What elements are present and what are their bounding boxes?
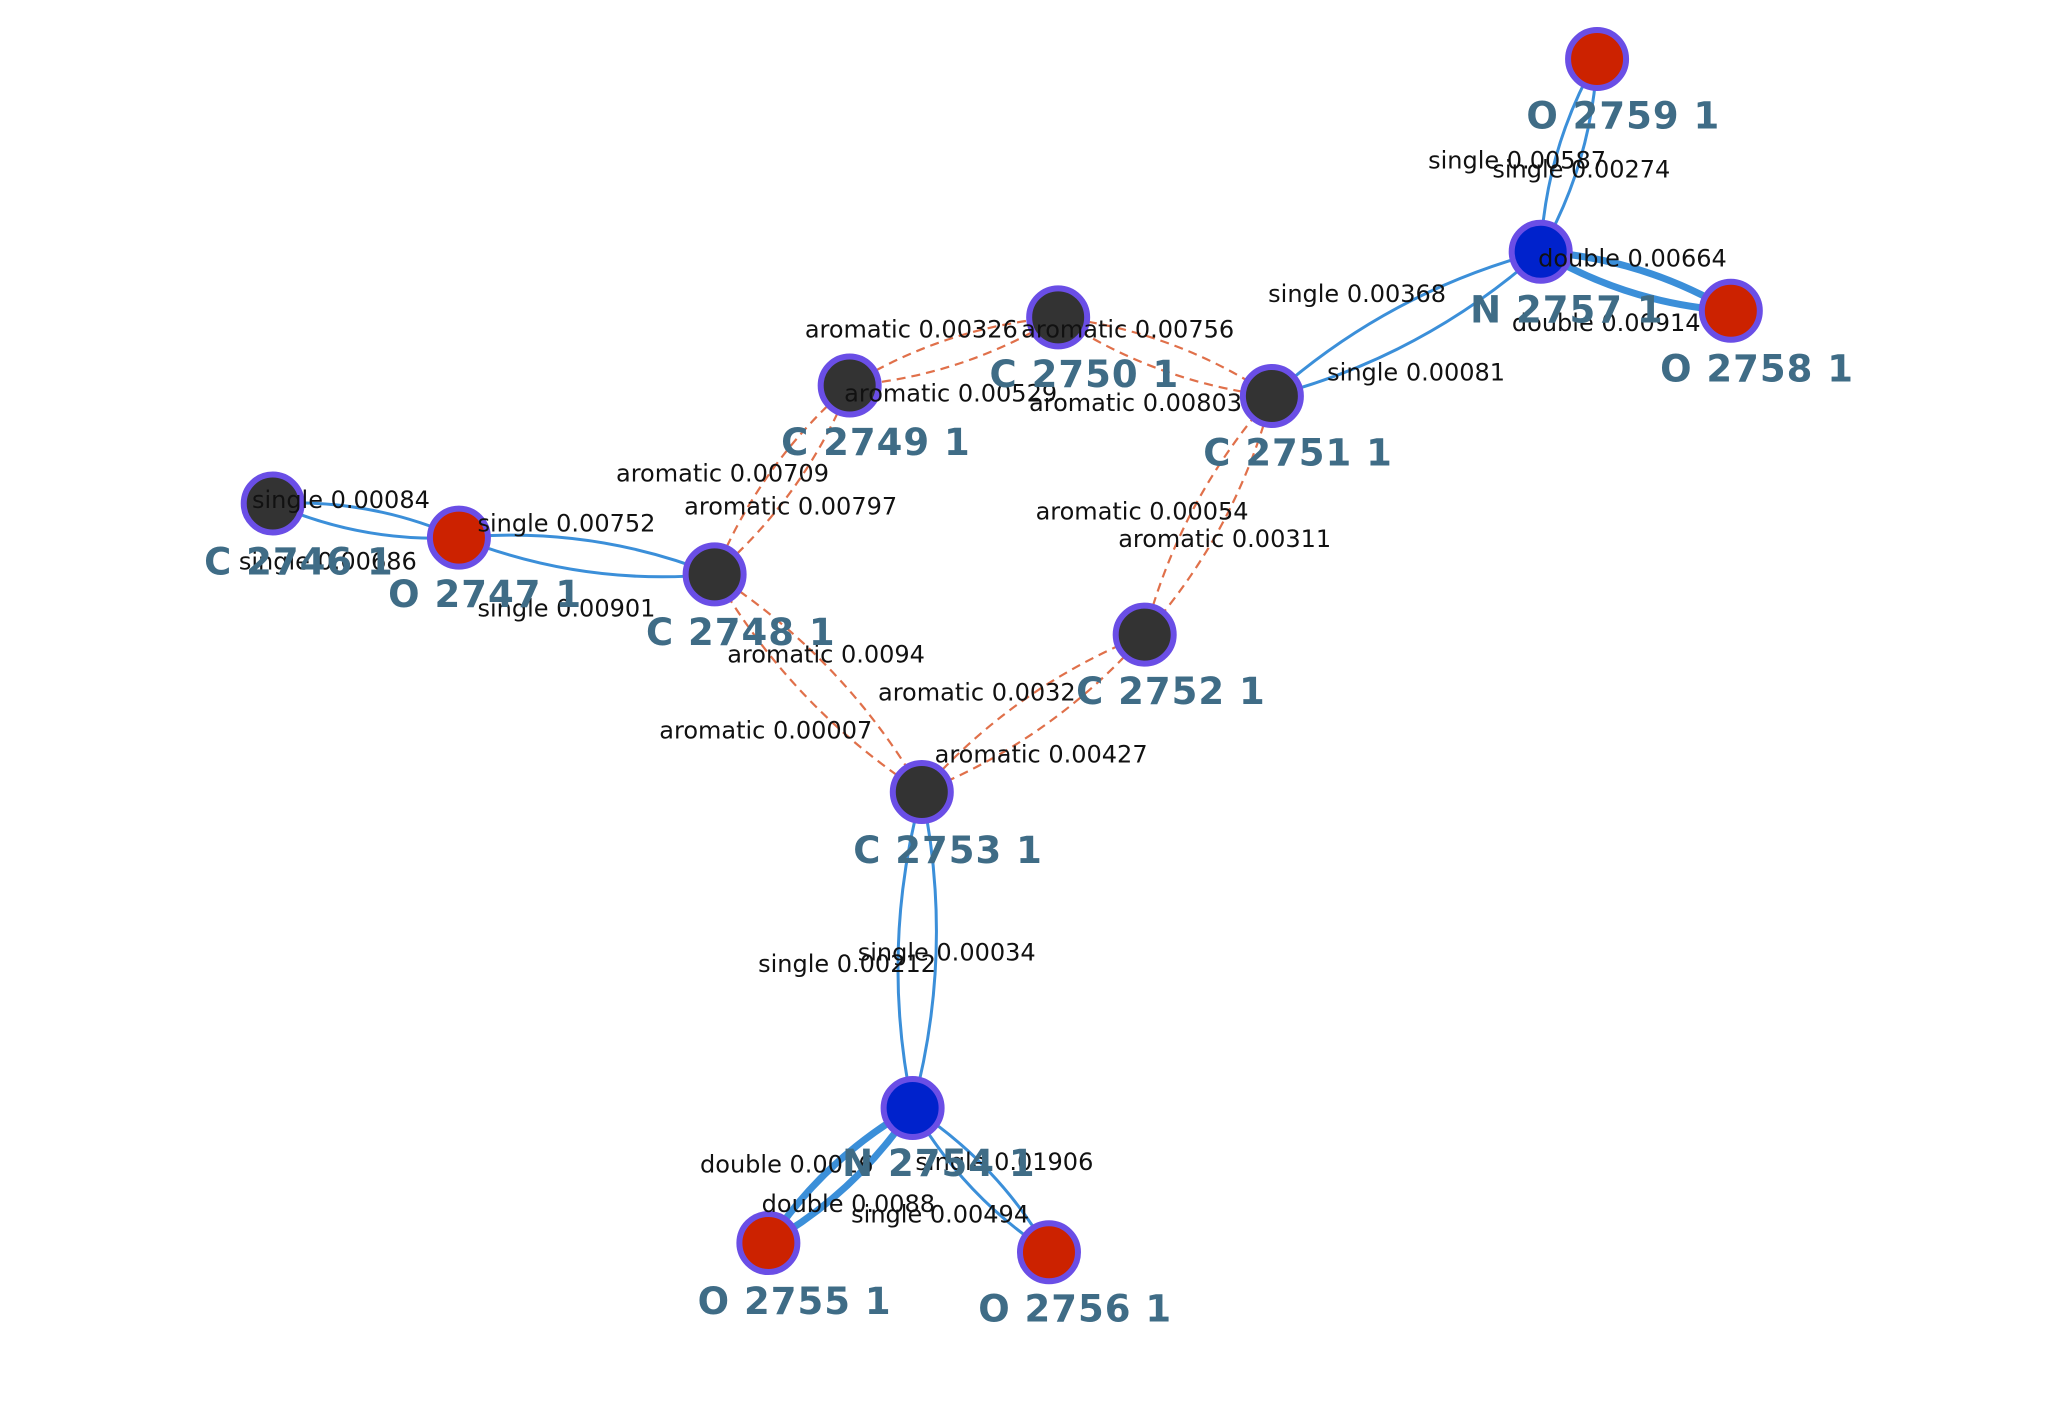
edge-label: single 0.00686: [239, 548, 417, 576]
edge-C2753-C2752: [920, 633, 1146, 793]
edge-C2751-N2757: [1270, 250, 1542, 398]
node-label: O 2758 1: [1660, 348, 1854, 391]
edge-C2753-N2754: [911, 791, 938, 1109]
node-o2759: [1565, 27, 1630, 92]
edge-C2749-C2750: [849, 316, 1059, 387]
node-o2747: [426, 505, 491, 570]
edge-label: aromatic 0.00054: [1036, 498, 1249, 526]
node-label: C 2752 1: [1076, 670, 1266, 713]
edge-label: single 0.00034: [858, 938, 1036, 966]
node-label: C 2750 1: [990, 353, 1180, 396]
edge-label: aromatic 0.00529: [844, 380, 1057, 408]
node-c2752: [1112, 602, 1177, 667]
edge-label: single 0.00901: [477, 595, 655, 623]
edge-N2754-C2753: [896, 791, 924, 1109]
node-label: O 2755 1: [698, 1280, 892, 1323]
edge-label: single 0.00494: [851, 1201, 1029, 1229]
node-c2751: [1239, 363, 1304, 428]
edge-labels-layer: single 0.00084 single 0.00686 single 0.007…: [239, 146, 1727, 1228]
edge-label: double 0.0088: [762, 1190, 935, 1218]
nodes-layer: [240, 27, 1763, 1285]
edge-label: aromatic 0.0094: [727, 641, 925, 669]
edge-label: single 0.00274: [1492, 155, 1670, 183]
edge-C2752-C2753: [921, 633, 1146, 794]
edge-label: aromatic 0.0032: [878, 679, 1076, 707]
node-n2754: [880, 1075, 945, 1140]
edge-label: single 0.00752: [477, 509, 655, 537]
edge-label: aromatic 0.00709: [616, 460, 829, 488]
edge-label: aromatic 0.00797: [684, 492, 897, 520]
node-n2757: [1508, 219, 1573, 284]
node-label: O 2747 1: [388, 573, 582, 616]
node-label: C 2746 1: [204, 540, 394, 583]
node-o2758: [1698, 278, 1763, 343]
node-c2746: [240, 471, 305, 536]
node-c2748: [682, 542, 747, 607]
node-c2753: [889, 759, 954, 824]
node-label: C 2748 1: [646, 611, 836, 654]
edge-label: single 0.01906: [915, 1148, 1093, 1176]
edge-C2751-C2752: [1143, 395, 1273, 636]
edge-label: aromatic 0.00803: [1029, 389, 1242, 417]
edge-label: double 0.0016: [700, 1151, 873, 1179]
edge-label: aromatic 0.00756: [1021, 315, 1234, 343]
edge-label: aromatic 0.00326: [805, 315, 1018, 343]
edge-C2748-O2747: [458, 536, 715, 579]
edge-O2747-C2748: [458, 533, 716, 576]
edge-C2753-C2748: [713, 573, 923, 793]
node-c2750: [1026, 285, 1091, 350]
node-o2755: [736, 1211, 801, 1276]
node-label: N 2754 1: [842, 1142, 1035, 1185]
node-label: O 2759 1: [1526, 95, 1720, 138]
node-label: C 2751 1: [1203, 431, 1393, 474]
edge-label: aromatic 0.00007: [659, 717, 872, 745]
node-labels-layer: C 2746 1O 2747 1 C 2748 1 C 2749 1 C 2750 1…: [204, 95, 1854, 1331]
edge-label: single 0.00368: [1268, 280, 1446, 308]
node-label: O 2756 1: [978, 1288, 1172, 1331]
edge-label: single 0.00212: [758, 950, 936, 978]
edge-N2757-C2751: [1271, 250, 1542, 398]
edge-C2752-C2751: [1143, 395, 1273, 635]
edge-label: double 0.00914: [1512, 309, 1701, 337]
edge-label: aromatic 0.00311: [1118, 525, 1331, 553]
edge-label: single 0.00081: [1327, 359, 1505, 387]
edge-label: single 0.00084: [252, 486, 430, 514]
edge-label: aromatic 0.00427: [935, 740, 1148, 768]
node-label: C 2753 1: [853, 829, 1043, 872]
edge-C2748-C2753: [714, 573, 923, 793]
node-o2756: [1016, 1220, 1081, 1285]
node-c2749: [817, 353, 882, 418]
edge-label: double 0.00664: [1538, 245, 1727, 273]
node-label: C 2749 1: [781, 421, 971, 464]
edge-C2750-C2749: [849, 316, 1059, 387]
node-label: N 2757 1: [1470, 289, 1663, 332]
edge-label: single 0.00587: [1428, 146, 1606, 174]
